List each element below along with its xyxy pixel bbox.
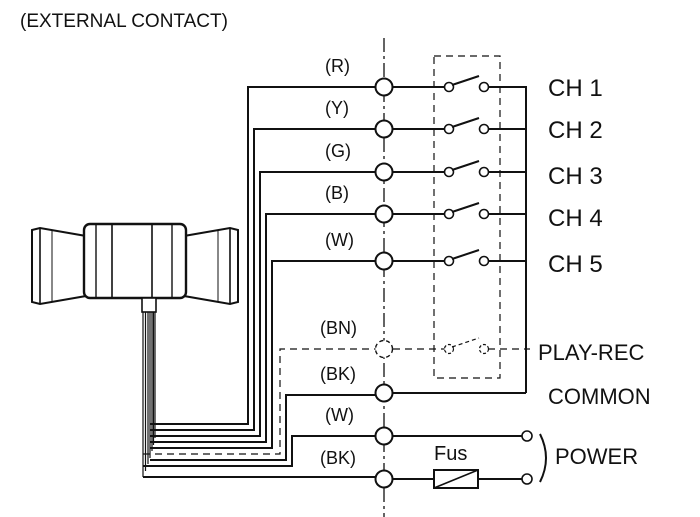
wire-label-g: (G): [325, 141, 351, 161]
channel-labels: CH 1 CH 2 CH 3 CH 4 CH 5: [548, 75, 603, 278]
terminal-play-rec: [374, 339, 394, 359]
wire-set: [143, 86, 384, 478]
power-rows: [374, 426, 547, 489]
terminal-ch4: [374, 204, 394, 224]
channel-row-4: [374, 202, 526, 224]
wire-label-bk: (BK): [320, 364, 356, 384]
label-ch4: CH 4: [548, 205, 603, 232]
common-row: [374, 383, 526, 403]
terminal-power-1: [374, 426, 394, 446]
wire-label-b: (B): [325, 183, 349, 203]
channel-row-5: [374, 249, 526, 271]
wire-label-y: (Y): [325, 98, 349, 118]
wire-label-bk-power: (BK): [320, 448, 356, 468]
terminal-ch2: [374, 119, 394, 139]
play-rec-row: [374, 337, 530, 359]
terminal-power-2: [374, 469, 394, 489]
label-play-rec: PLAY-REC: [538, 340, 644, 365]
wire-label-bn: (BN): [320, 318, 357, 338]
terminal-common: [374, 383, 394, 403]
power-bracket: [539, 433, 547, 483]
label-power: POWER: [555, 444, 638, 469]
terminal-ch1: [374, 77, 394, 97]
wire-label-w: (W): [325, 230, 354, 250]
wire-label-w-power: (W): [325, 405, 354, 425]
switch-enclosure: [433, 55, 501, 379]
terminal-ch3: [374, 162, 394, 182]
wire-labels: (R) (Y) (G) (B) (W) (BN) (BK) (W) (BK): [320, 56, 357, 468]
label-ch5: CH 5: [548, 251, 603, 278]
diagram-title: (EXTERNAL CONTACT): [20, 11, 228, 32]
channel-row-3: [374, 160, 526, 182]
label-common: COMMON: [548, 384, 651, 409]
label-ch2: CH 2: [548, 117, 603, 144]
speaker-device: [31, 222, 239, 313]
cable-bundle: [142, 312, 156, 477]
label-ch3: CH 3: [548, 163, 603, 190]
wire-label-r: (R): [325, 56, 350, 76]
channel-row-2: [374, 117, 526, 139]
channel-row-1: [374, 75, 527, 393]
label-ch1: CH 1: [548, 75, 603, 102]
label-fuse: Fus: [434, 443, 467, 465]
terminal-ch5: [374, 251, 394, 271]
